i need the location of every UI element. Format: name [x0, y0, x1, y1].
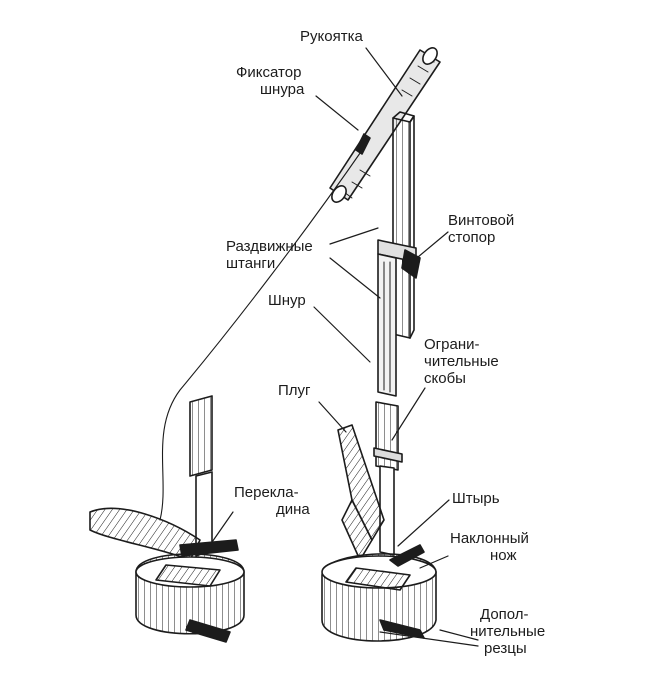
label-telescopic-rods: Раздвижные штанги [226, 238, 313, 272]
cord-line [159, 145, 366, 521]
right-cutter-cup [321, 544, 437, 642]
screw-stop-clamp [377, 239, 421, 279]
label-extra-cutters: Допол- нительные резцы [470, 606, 546, 657]
left-shaft [189, 395, 213, 557]
left-cutter-cup [135, 553, 245, 643]
handle-grip [329, 47, 441, 203]
label-screw-stop: Винтовой стопор [448, 212, 515, 246]
telescopic-tube [377, 253, 397, 397]
upper-rod [392, 111, 415, 339]
left-crossbar [179, 539, 239, 557]
label-plough: Плуг [278, 382, 311, 399]
label-handle: Рукоятка [300, 28, 363, 45]
label-inclined-knife: Наклонный нож [450, 530, 529, 564]
lower-shaft [373, 401, 403, 556]
label-crossbar: Перекла- дина [234, 484, 310, 518]
label-cord-lock: Фиксатор шнура [236, 64, 305, 98]
label-pin: Штырь [452, 490, 500, 507]
leader-lines [209, 47, 479, 647]
label-limit-brackets: Ограни- чительные скобы [424, 336, 499, 387]
label-cord: Шнур [268, 292, 306, 309]
